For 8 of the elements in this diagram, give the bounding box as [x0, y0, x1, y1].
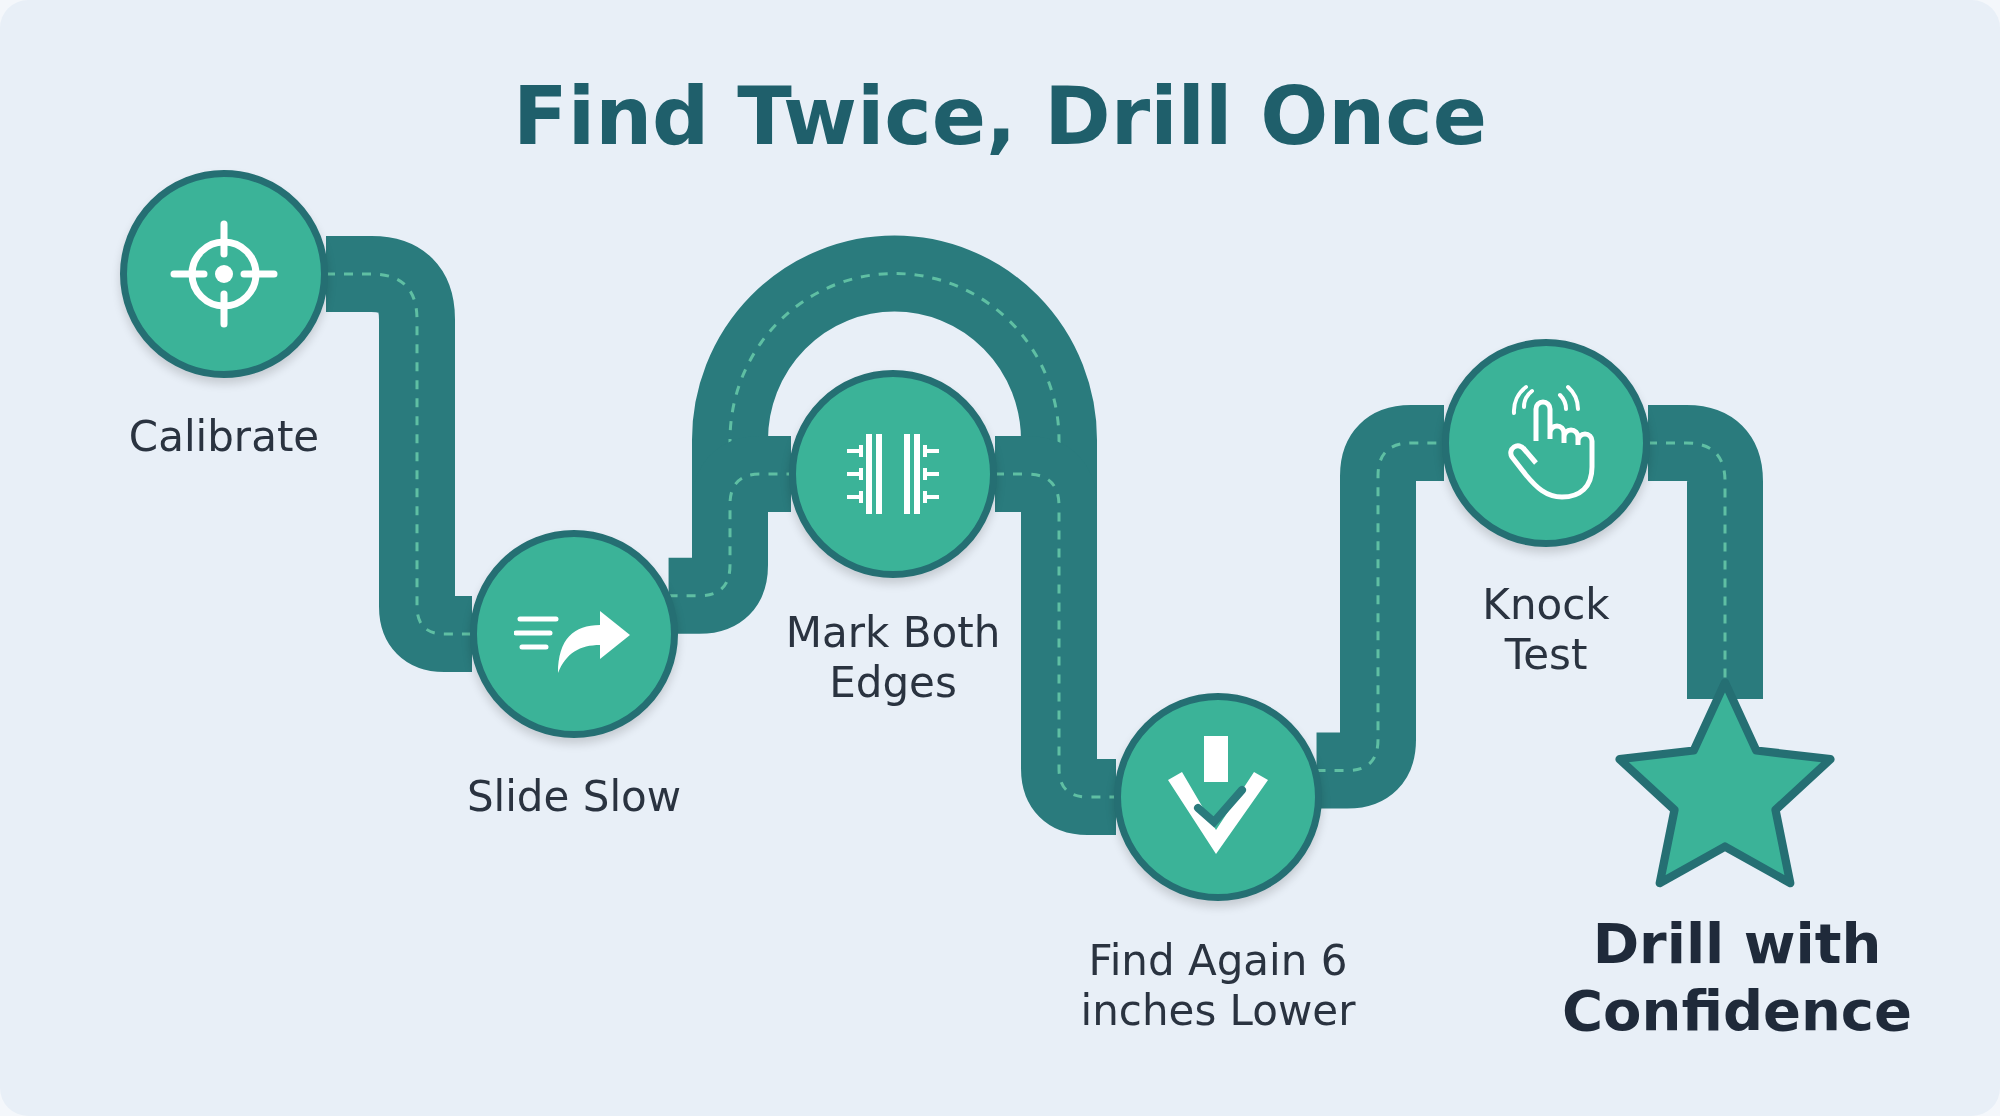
title: Find Twice, Drill Once	[512, 70, 1488, 163]
road-connector	[1648, 405, 1763, 700]
step-label: Knock Test	[1481, 580, 1611, 681]
step-label: Find Again 6 inches Lower	[1079, 936, 1357, 1037]
step-label: Drill with Confidence	[1560, 910, 1914, 1045]
step-label: Slide Slow	[465, 772, 683, 823]
step-label: Calibrate	[127, 412, 321, 463]
step-label: Mark Both Edges	[784, 608, 1002, 709]
